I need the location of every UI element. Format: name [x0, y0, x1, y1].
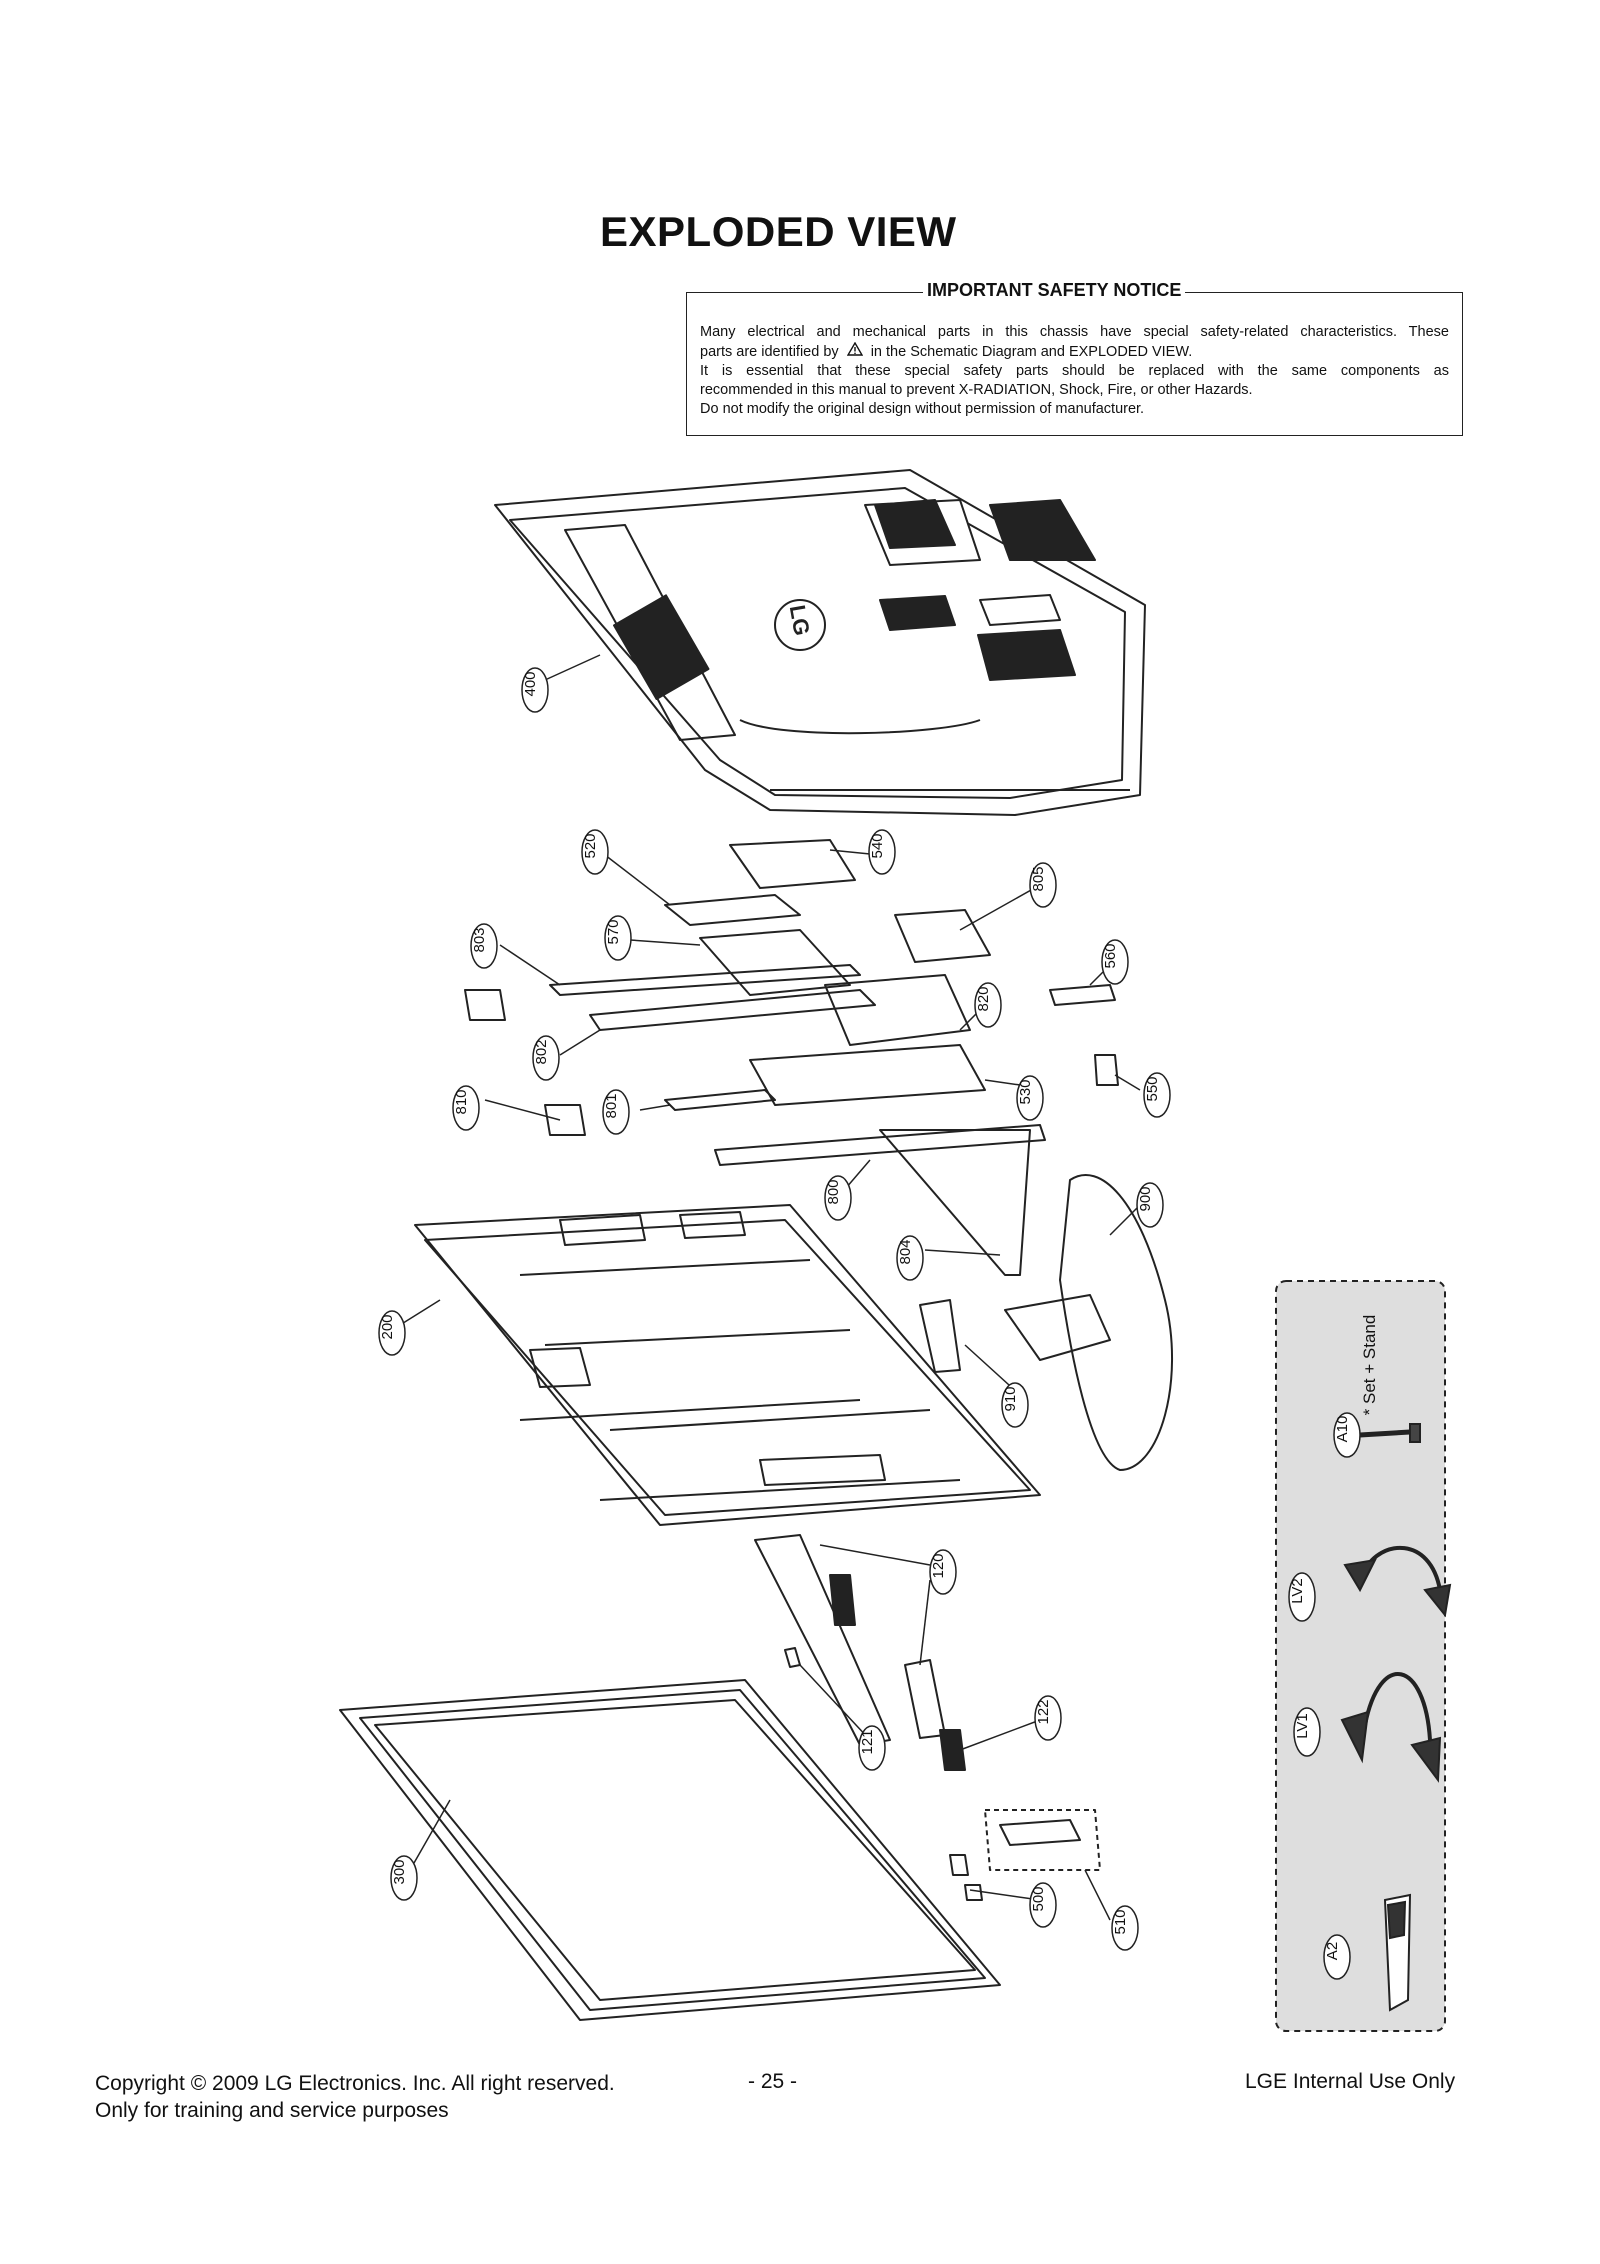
callout-900: 900 — [1136, 1182, 1164, 1228]
callout-803: 803 — [470, 923, 498, 969]
notice-line-2a: parts are identified by — [700, 344, 839, 360]
internal-use-label: LGE Internal Use Only — [1245, 2070, 1456, 2093]
svg-text:500: 500 — [1030, 1886, 1047, 1911]
cable-lv1 — [1340, 1672, 1442, 1783]
set-stand-note: * Set + Stand — [1360, 1315, 1379, 1416]
callout-500: 500 — [1029, 1882, 1057, 1928]
front-bezel — [339, 1679, 1001, 2021]
callout-810: 810 — [452, 1085, 480, 1131]
notice-line-3: It is essential that these special safet… — [700, 363, 1449, 379]
svg-text:802: 802 — [533, 1039, 550, 1064]
svg-text:530: 530 — [1017, 1079, 1034, 1104]
svg-text:810: 810 — [453, 1089, 470, 1114]
svg-text:121: 121 — [859, 1729, 876, 1754]
callout-122: 122 — [1034, 1695, 1062, 1741]
callout-520: 520 — [581, 829, 609, 875]
notice-line-2: parts are identified by in the Schematic… — [700, 341, 1449, 362]
callout-120: 120 — [929, 1549, 957, 1595]
callout-804: 804 — [896, 1235, 924, 1281]
screw-a10 — [1359, 1423, 1421, 1443]
callout-540: 540 — [868, 829, 896, 875]
rear-cover: LG — [494, 469, 1146, 816]
main-board-assembly — [464, 839, 1119, 1276]
sensor-board — [949, 1809, 1101, 1901]
accessories-panel: A10 * Set + Stand LV2 LV1 A2 — [1275, 1280, 1452, 2032]
footer-copyright: Copyright © 2009 LG Electronics. Inc. Al… — [95, 2070, 615, 2124]
svg-text:900: 900 — [1137, 1186, 1154, 1211]
svg-text:300: 300 — [391, 1859, 408, 1884]
svg-text:550: 550 — [1144, 1076, 1161, 1101]
svg-text:570: 570 — [605, 919, 622, 944]
callout-lv2: LV2 — [1288, 1572, 1316, 1622]
safety-notice-body: Many electrical and mechanical parts in … — [700, 323, 1449, 419]
copyright-line-2: Only for training and service purposes — [95, 2099, 449, 2122]
back-frame — [414, 1204, 1041, 1526]
cable-lv2 — [1343, 1546, 1452, 1618]
safety-notice-box: IMPORTANT SAFETY NOTICE Many electrical … — [686, 280, 1463, 436]
callout-801: 801 — [602, 1089, 630, 1135]
svg-text:520: 520 — [582, 833, 599, 858]
svg-text:803: 803 — [471, 927, 488, 952]
callout-560: 560 — [1101, 939, 1129, 985]
callout-200: 200 — [378, 1310, 406, 1356]
svg-text:820: 820 — [975, 986, 992, 1011]
svg-text:400: 400 — [522, 671, 539, 696]
notice-line-5: Do not modify the original design withou… — [700, 401, 1145, 417]
svg-text:A10: A10 — [1334, 1416, 1351, 1443]
callout-a2: A2 — [1323, 1934, 1351, 1980]
svg-text:LV2: LV2 — [1289, 1578, 1306, 1604]
page-title: EXPLODED VIEW — [600, 208, 957, 255]
notice-line-2b: in the Schematic Diagram and EXPLODED VI… — [870, 344, 1193, 360]
safety-notice-heading: IMPORTANT SAFETY NOTICE — [923, 280, 1186, 301]
svg-text:560: 560 — [1102, 943, 1119, 968]
callout-530: 530 — [1016, 1075, 1044, 1121]
svg-text:910: 910 — [1002, 1386, 1019, 1411]
callout-820: 820 — [974, 982, 1002, 1028]
svg-text:510: 510 — [1112, 1909, 1129, 1934]
callout-510: 510 — [1111, 1905, 1139, 1951]
copyright-line-1: Copyright © 2009 LG Electronics. Inc. Al… — [95, 2072, 615, 2095]
svg-text:801: 801 — [603, 1093, 620, 1118]
callout-802: 802 — [532, 1035, 560, 1081]
callout-121: 121 — [858, 1725, 886, 1771]
svg-text:LV1: LV1 — [1294, 1713, 1311, 1739]
callout-300: 300 — [390, 1855, 418, 1901]
svg-text:805: 805 — [1030, 866, 1047, 891]
remote-control-a2 — [1383, 1893, 1412, 2012]
callout-800: 800 — [824, 1175, 852, 1221]
svg-text:800: 800 — [825, 1179, 842, 1204]
speaker-assembly — [754, 1534, 966, 1771]
callout-570: 570 — [604, 915, 632, 961]
callout-lv1: LV1 — [1293, 1707, 1321, 1757]
svg-text:122: 122 — [1035, 1699, 1052, 1724]
svg-text:804: 804 — [897, 1239, 914, 1264]
callout-550: 550 — [1143, 1072, 1171, 1118]
callout-a10: A10 — [1333, 1412, 1361, 1458]
svg-text:540: 540 — [869, 833, 886, 858]
page-number: - 25 - — [748, 2070, 798, 2093]
notice-line-1: Many electrical and mechanical parts in … — [700, 324, 1449, 340]
callout-910: 910 — [1001, 1382, 1029, 1428]
callout-400: 400 — [521, 667, 549, 713]
svg-text:A2: A2 — [1324, 1942, 1341, 1960]
part-callouts: 400 520 540 805 570 803 560 820 802 810 … — [378, 667, 1171, 1951]
notice-line-4: recommended in this manual to prevent X-… — [700, 382, 1253, 398]
stand — [919, 1174, 1173, 1471]
svg-text:120: 120 — [930, 1553, 947, 1578]
svg-text:200: 200 — [379, 1314, 396, 1339]
callout-805: 805 — [1029, 862, 1057, 908]
leader-lines — [399, 654, 1141, 1921]
brand-logo: LG — [785, 603, 815, 637]
warning-triangle-icon — [846, 341, 863, 362]
